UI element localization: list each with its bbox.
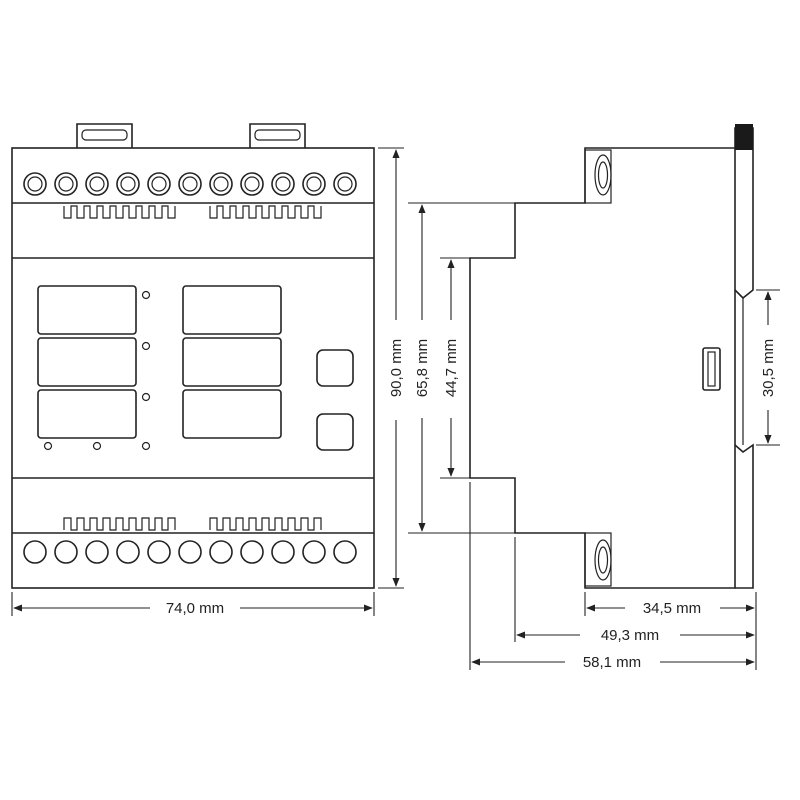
dim-height-inner-label: 44,7 mm [443,339,460,397]
dim-height-inner: 44,7 mm [443,259,460,477]
din-clip-cap [735,124,753,150]
terminal-screw [178,540,202,564]
dim-height-total-label: 90,0 mm [388,339,405,397]
dimension-lines: 74,0 mm 90,0 mm 65,8 mm 44,7 mm 30,5 mm [11,147,780,671]
bottom-terminal-boss [584,532,612,587]
dim-depth-mid: 49,3 mm [516,627,755,644]
dim-height-total: 90,0 mm [388,149,405,587]
terminal-screw [116,172,140,196]
vent-comb [63,517,176,531]
terminal-screw [178,172,202,196]
terminal-screw [147,540,171,564]
terminal-screw [271,540,295,564]
display-right-2 [182,337,282,387]
dim-depth-front-label: 34,5 mm [643,600,701,617]
led-indicator [141,341,151,351]
dim-height-mid: 65,8 mm [414,204,431,532]
dim-depth-total-label: 58,1 mm [583,654,641,671]
led-indicator [43,441,53,451]
terminal-screw [85,540,109,564]
terminal-screw [147,172,171,196]
terminal-screw [240,172,264,196]
terminal-screw [271,172,295,196]
front-view [11,123,375,589]
vent-comb [209,517,322,531]
terminal-screw [209,172,233,196]
bottom-terminal-row [23,540,357,564]
top-clip-right [249,123,306,148]
led-indicator [141,392,151,402]
led-indicator [141,290,151,300]
led-indicator [92,441,102,451]
terminal-screw [209,540,233,564]
terminal-screw [302,172,326,196]
side-view [469,124,754,589]
display-left-3 [37,389,137,439]
terminal-screw [54,172,78,196]
din-rail-clip [734,127,754,300]
terminal-screw [240,540,264,564]
dim-depth-total: 58,1 mm [471,654,755,671]
display-right-3 [182,389,282,439]
terminal-screw [23,172,47,196]
display-panel [37,285,354,451]
dim-width: 74,0 mm [13,600,373,617]
display-left-1 [37,285,137,335]
top-terminal-boss [584,149,612,204]
display-left-2 [37,337,137,387]
terminal-screw [116,540,140,564]
terminal-screw [54,540,78,564]
front-body-outline [11,147,375,589]
dim-depth-mid-label: 49,3 mm [601,627,659,644]
dim-rail-height: 30,5 mm [760,291,777,444]
top-terminal-row [23,172,357,196]
side-profile-outline [469,147,736,589]
dim-rail-height-label: 30,5 mm [760,339,777,397]
dim-depth-front: 34,5 mm [586,600,755,617]
led-indicator [141,441,151,451]
top-clip-left [76,123,133,148]
side-slot [702,347,721,391]
dim-height-mid-label: 65,8 mm [414,339,431,397]
terminal-screw [333,540,357,564]
vent-comb [209,205,322,219]
terminal-screw [333,172,357,196]
display-right-1 [182,285,282,335]
vent-slots [63,205,322,531]
terminal-screw [85,172,109,196]
vent-comb [63,205,176,219]
terminal-screw [23,540,47,564]
front-button-upper [316,349,354,387]
dim-width-label: 74,0 mm [166,600,224,617]
terminal-screw [302,540,326,564]
front-button-lower [316,413,354,451]
